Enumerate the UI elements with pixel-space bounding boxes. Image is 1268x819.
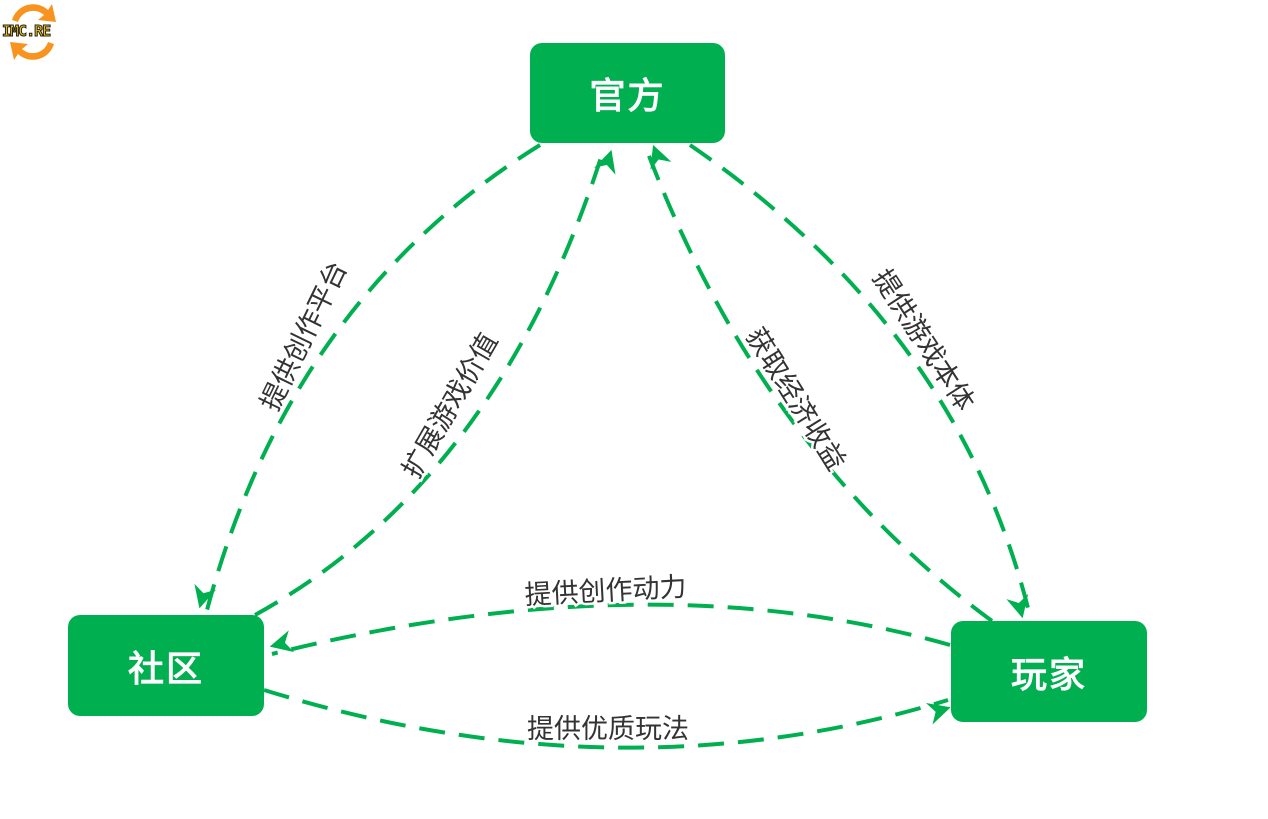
edge-player-to-community <box>269 602 951 656</box>
edge-player-to-official <box>644 144 994 623</box>
imc-logo: IMC.RE <box>0 0 66 64</box>
edge-official-to-player <box>688 143 1032 619</box>
node-player: 玩家 <box>951 621 1147 722</box>
edge-label-community-to-official: 扩展游戏价值 <box>397 328 505 484</box>
edge-label-player-to-official: 获取经济收益 <box>739 323 851 477</box>
node-official: 官方 <box>530 43 725 143</box>
edge-label-community-to-player: 提供优质玩法 <box>527 714 689 745</box>
refresh-arrows-icon <box>10 4 56 60</box>
node-community: 社区 <box>68 615 264 716</box>
edge-label-official-to-player: 提供游戏本体 <box>866 264 980 417</box>
edge-community-to-player <box>263 688 951 750</box>
edge-community-to-official <box>254 147 616 617</box>
edge-label-official-to-community: 提供创作平台 <box>255 257 354 416</box>
edge-official-to-community <box>194 143 542 611</box>
